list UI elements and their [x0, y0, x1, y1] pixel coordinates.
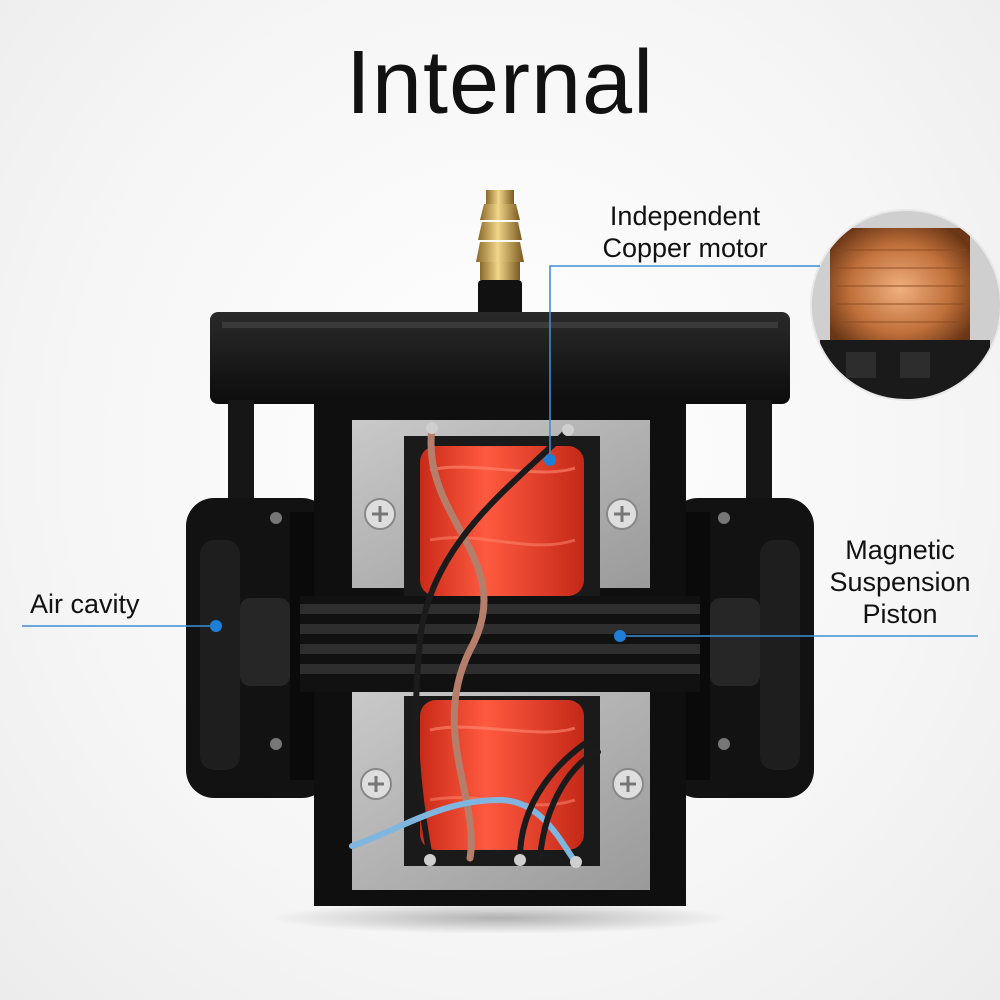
callout-copper-motor-line2: Copper motor	[560, 232, 810, 264]
screw	[607, 499, 637, 529]
callout-copper-motor-line1: Independent	[560, 200, 810, 232]
floor-shadow	[270, 902, 730, 934]
callout-piston-line3: Piston	[810, 598, 990, 630]
callout-piston: Magnetic Suspension Piston	[810, 534, 990, 630]
lower-coil	[404, 696, 600, 866]
copper-motor-inset	[800, 205, 1000, 415]
callout-piston-line1: Magnetic	[810, 534, 990, 566]
screw	[613, 769, 643, 799]
screw	[361, 769, 391, 799]
callout-air-cavity-line1: Air cavity	[30, 588, 190, 620]
callout-piston-line2: Suspension	[810, 566, 990, 598]
brass-nozzle	[476, 190, 524, 316]
magnetic-piston	[300, 596, 700, 692]
screw	[365, 499, 395, 529]
callout-copper-motor: Independent Copper motor	[560, 200, 810, 264]
callout-air-cavity: Air cavity	[30, 588, 190, 620]
